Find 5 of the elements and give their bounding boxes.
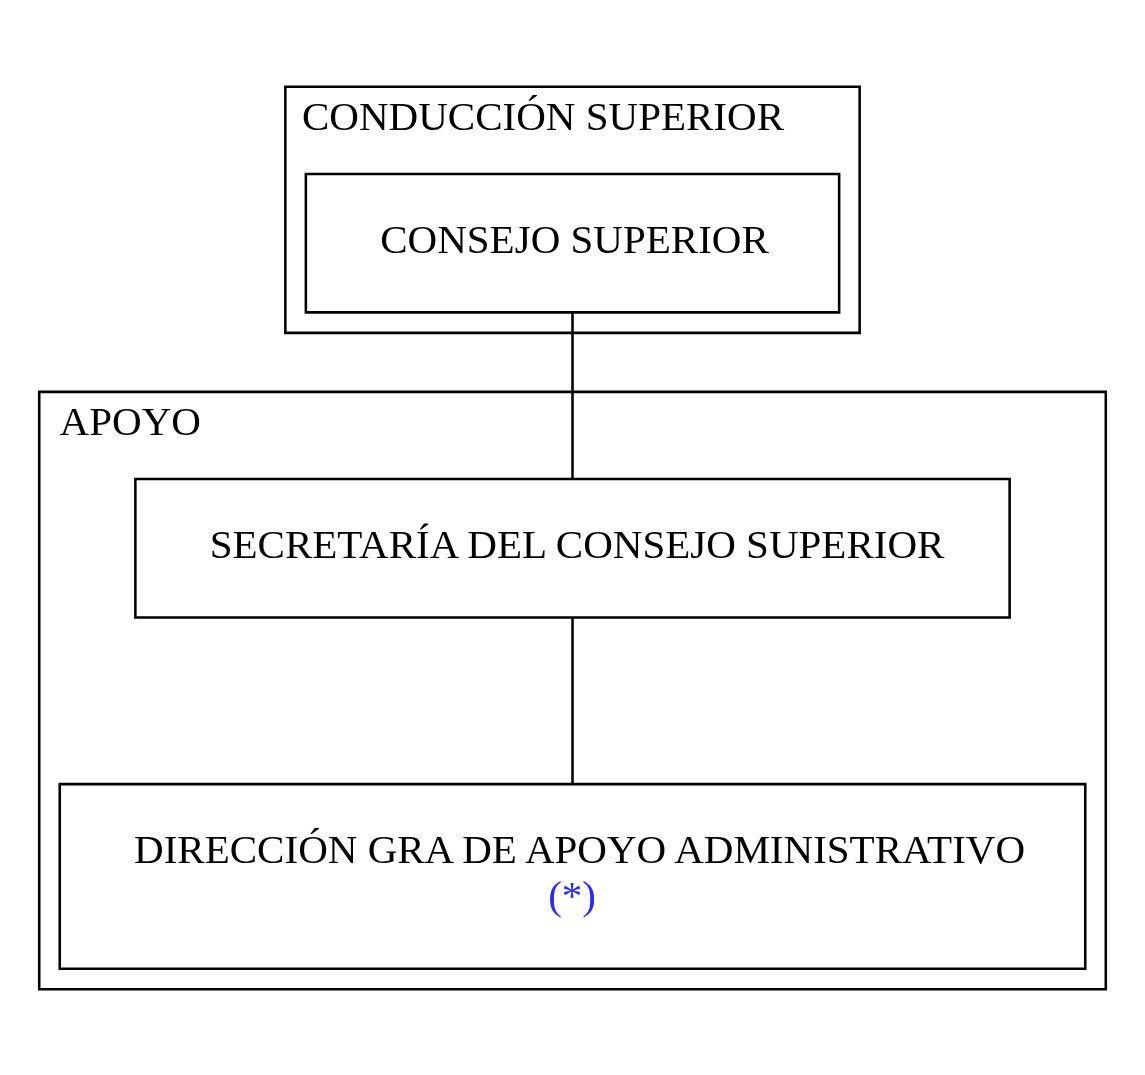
node-box: SECRETARÍA DEL CONSEJO SUPERIOR: [134, 477, 1011, 619]
connector: [571, 312, 574, 479]
connector: [571, 617, 574, 784]
node-box: DIRECCIÓN GRA DE APOYO ADMINISTRATIVO (*): [58, 782, 1087, 970]
node-box: CONSEJO SUPERIOR: [304, 172, 841, 314]
